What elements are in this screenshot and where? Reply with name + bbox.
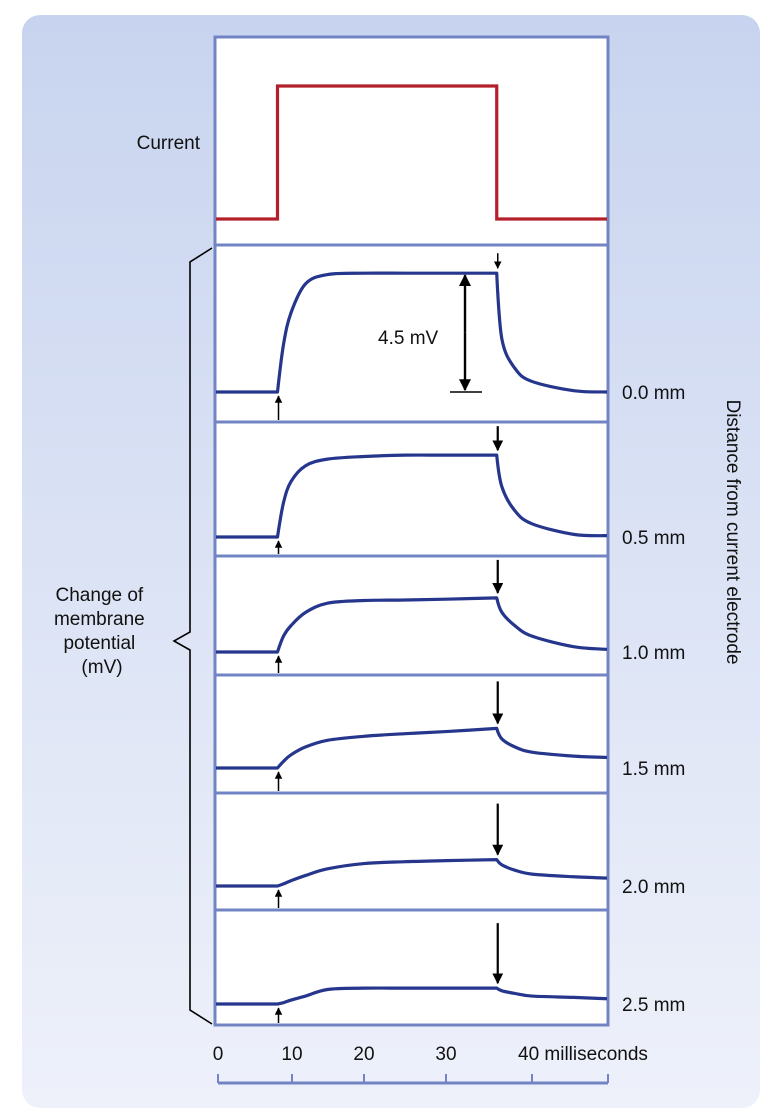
current-trace: [216, 84, 607, 221]
membrane-potential-trace: [216, 453, 608, 539]
distance-label: 1.5 mm: [622, 759, 685, 780]
amplitude-annotation: 4.5 mV: [378, 328, 439, 349]
membrane-potential-trace: [216, 986, 608, 1006]
y-label-line: potential: [63, 633, 135, 654]
brace-icon: [172, 247, 213, 1025]
x-tick-label: 30: [435, 1044, 456, 1065]
y-label-line: membrane: [54, 609, 145, 630]
distance-label: 1.0 mm: [622, 643, 685, 664]
distance-label: 0.0 mm: [622, 383, 685, 404]
distance-label: 0.5 mm: [622, 528, 685, 549]
membrane-potential-trace: [216, 596, 608, 654]
membrane-potential-trace: [216, 858, 608, 888]
membrane-potential-trace: [215, 726, 608, 770]
x-tick-label: 20: [353, 1044, 374, 1065]
distance-axis-label: Distance from current electrode: [722, 399, 743, 664]
membrane-potential-trace: [216, 271, 608, 394]
x-tick-label: 40 milliseconds: [518, 1044, 648, 1065]
x-tick-label: 10: [281, 1044, 302, 1065]
y-label-line: Change of: [56, 585, 144, 606]
distance-label: 2.5 mm: [622, 995, 685, 1016]
y-label-line: (mV): [81, 657, 122, 678]
distance-label: 2.0 mm: [622, 877, 685, 898]
x-tick-label: 0: [213, 1044, 224, 1065]
marks: 0.0 mm 0.5 mm 1.0 mm 1.5 mm 2.0 mm 2.5 mm 0 10 2…: [213, 84, 685, 1085]
y-axis-label: Change of membrane potential (mV): [54, 585, 150, 678]
current-label: Current: [137, 133, 201, 154]
